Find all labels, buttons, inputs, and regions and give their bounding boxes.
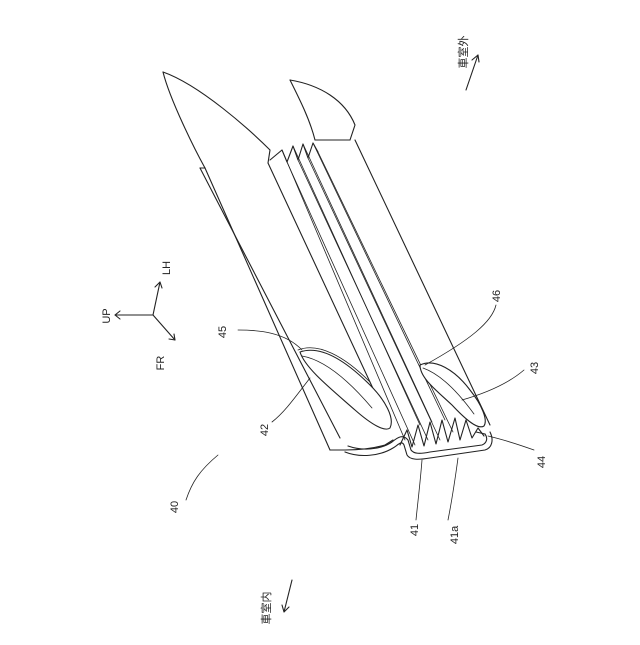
label-group: 車室外 車室内 UP LH FR 40 41 41a 42 43 44 45 4… — [101, 36, 548, 625]
seal-42 — [297, 347, 392, 430]
label-46: 46 — [491, 290, 503, 302]
pleated-filter — [269, 142, 485, 448]
outside-arrow — [465, 54, 480, 91]
label-40: 40 — [169, 501, 181, 513]
label-44: 44 — [536, 456, 548, 468]
label-inside: 車室内 — [259, 592, 273, 625]
label-fr: FR — [155, 356, 167, 371]
label-41a: 41a — [449, 525, 461, 544]
label-42: 42 — [259, 424, 271, 436]
frame-channel — [344, 431, 493, 460]
outer-panel — [289, 79, 491, 426]
leader-lines — [185, 304, 535, 521]
seal-43 — [419, 362, 486, 428]
inside-arrow — [281, 579, 293, 613]
label-lh: LH — [161, 261, 173, 275]
label-43: 43 — [529, 362, 541, 374]
label-45: 45 — [217, 326, 229, 338]
axis-indicator — [114, 281, 176, 341]
label-up: UP — [101, 308, 113, 323]
label-outside: 車室外 — [456, 36, 470, 69]
label-41: 41 — [409, 524, 421, 536]
